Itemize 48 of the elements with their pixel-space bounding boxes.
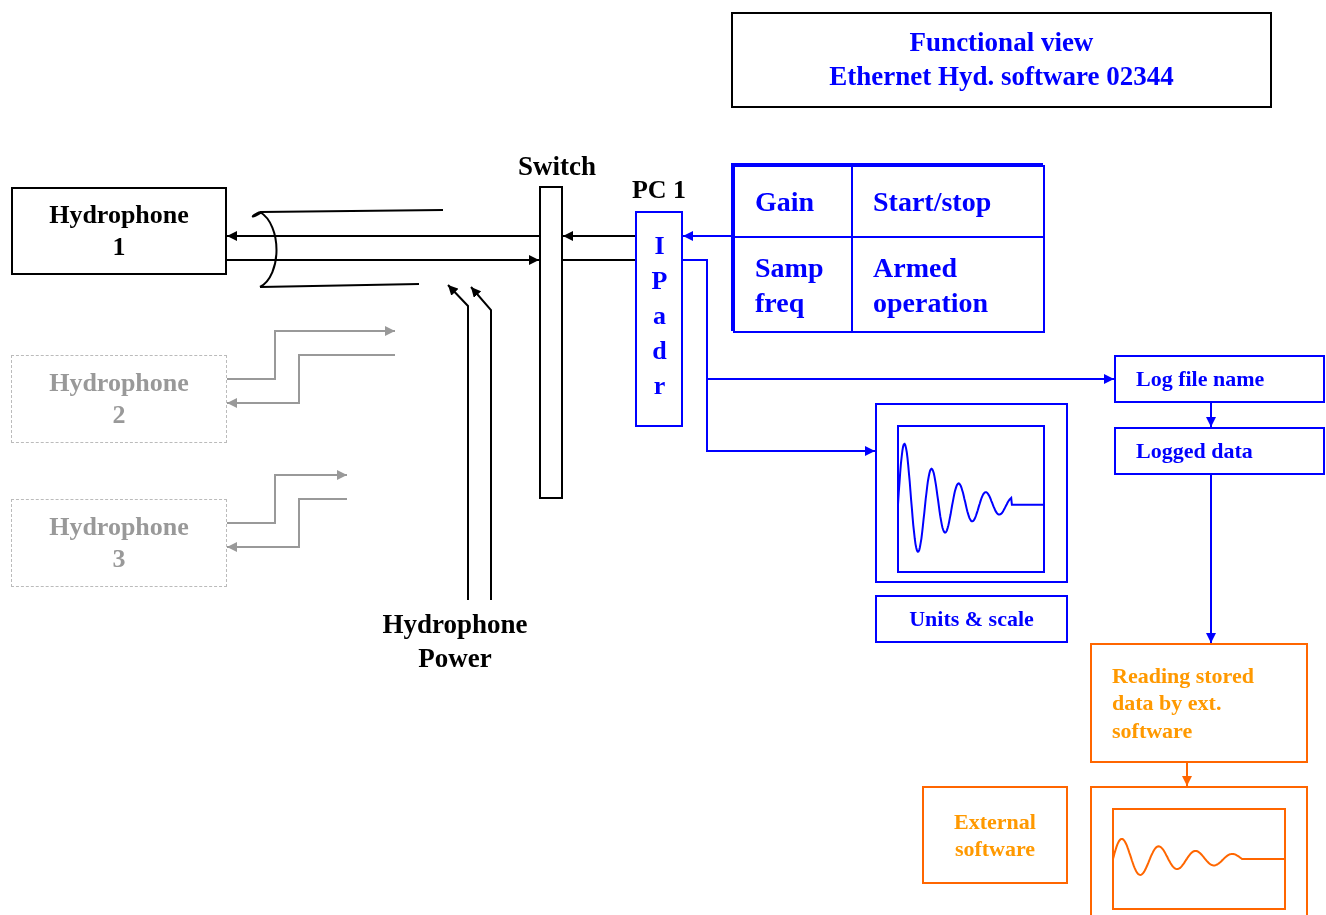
node-label: Gain	[755, 185, 816, 219]
title-box	[731, 12, 1272, 108]
subtitle-text: Ethernet Hyd. software 02344	[828, 60, 1175, 93]
heading-text: PC 1	[630, 174, 688, 206]
arrow	[226, 231, 540, 241]
node-label: External software	[953, 807, 1037, 863]
arrow	[1206, 402, 1216, 428]
node-label: Hydrophone Power	[381, 608, 529, 675]
node-label: Start/stop	[873, 185, 993, 219]
arrow	[226, 326, 396, 380]
hydrophone-box	[11, 187, 227, 275]
vertical-label: IPadr	[646, 231, 672, 406]
table-cell	[733, 165, 853, 238]
node-label: Hydrophone 3	[48, 510, 190, 575]
process-box	[1090, 643, 1308, 763]
node-label: Log file name	[1136, 365, 1266, 393]
table-cell	[733, 236, 853, 333]
arrow	[226, 470, 348, 524]
display-panel	[875, 403, 1068, 583]
node-label: Hydrophone 1	[48, 198, 190, 263]
heading-text: Switch	[517, 150, 597, 183]
arrow	[226, 255, 540, 265]
process-box	[922, 786, 1068, 884]
node-label: Reading stored data by ext. software	[1112, 661, 1255, 745]
table-cell	[851, 236, 1045, 333]
arrow	[562, 231, 636, 241]
arrow	[470, 286, 492, 601]
display-panel	[1090, 786, 1308, 915]
table-cell	[851, 165, 1045, 238]
arrow	[226, 498, 348, 552]
node-label: Samp freq	[755, 250, 825, 320]
node-label: Hydrophone 2	[48, 366, 190, 431]
arrow	[447, 284, 469, 601]
title-text: Functional view	[908, 26, 1095, 60]
arrow	[682, 231, 732, 241]
node-label: Units & scale	[908, 605, 1035, 633]
settings-table	[731, 163, 1043, 331]
node-label: Logged data	[1136, 437, 1254, 465]
arrow	[226, 354, 396, 408]
process-box	[875, 595, 1068, 643]
connector-line	[562, 259, 636, 261]
arrow	[1182, 762, 1192, 787]
process-box	[1114, 355, 1325, 403]
node-label: Armed operation	[873, 250, 990, 320]
hydrophone-box	[11, 355, 227, 443]
arrow	[1206, 474, 1216, 644]
process-box	[1114, 427, 1325, 475]
hydrophone-box	[11, 499, 227, 587]
